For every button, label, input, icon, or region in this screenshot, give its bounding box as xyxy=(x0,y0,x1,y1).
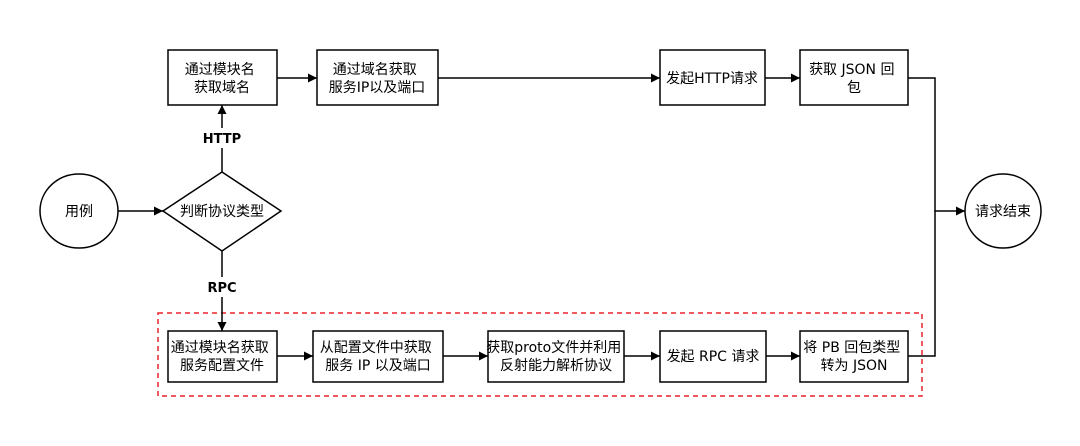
start-node: 用例 xyxy=(39,173,119,249)
svg-text:通过域名获取 服务IP以及端口: 通过域名获取 服务IP以及端口 xyxy=(329,62,426,96)
svg-text:请求结束: 请求结束 xyxy=(975,204,1031,220)
rpc-group-outline xyxy=(157,312,923,397)
rpc-step2-line2: 服务 IP 以及端口 xyxy=(325,358,430,374)
http-step1-node: 通过模块名 获取域名 xyxy=(167,49,278,106)
rpc-step4-line1: 发起 RPC 请求 xyxy=(667,349,760,365)
rpc-label-bg xyxy=(203,277,241,297)
svg-text:将 PB 回包类型 转为 JSON: 将 PB 回包类型 转为 JSON xyxy=(803,340,904,374)
rpc-step4-node: 发起 RPC 请求 xyxy=(659,330,767,383)
http-step4-line2: 包 xyxy=(847,80,861,96)
http-edge-label: HTTP xyxy=(203,132,241,147)
svg-text:从配置文件中获取 服务 IP 以及端口: 从配置文件中获取 服务 IP 以及端口 xyxy=(320,340,436,374)
rpc-step2-node: 从配置文件中获取 服务 IP 以及端口 xyxy=(312,330,444,383)
svg-text:发起 RPC 请求: 发起 RPC 请求 xyxy=(667,349,760,365)
http-label-bg xyxy=(200,128,244,148)
rpc-step5-node: 将 PB 回包类型 转为 JSON xyxy=(799,330,909,383)
rpc-edge-label: RPC xyxy=(207,281,236,296)
svg-text:判断协议类型: 判断协议类型 xyxy=(180,204,264,220)
http-step4-node: 获取 JSON 回 包 xyxy=(799,49,909,106)
start-label: 用例 xyxy=(65,204,93,220)
svg-text:通过模块名获取 服务配置文件: 通过模块名获取 服务配置文件 xyxy=(171,340,273,374)
http-step3-line1: 发起HTTP请求 xyxy=(666,71,758,87)
http-step1-line2: 获取域名 xyxy=(194,80,250,96)
decision-node: 判断协议类型 xyxy=(161,171,283,252)
edge-rpc5-to-end xyxy=(908,211,936,357)
http-step1-line1: 通过模块名 xyxy=(185,62,255,78)
end-node: 请求结束 xyxy=(964,173,1042,249)
rpc-step3-line2: 反射能力解析协议 xyxy=(500,358,612,374)
svg-text:获取proto文件并利用 反射能力解析协议: 获取proto文件并利用 反射能力解析协议 xyxy=(486,340,625,374)
end-label: 请求结束 xyxy=(975,204,1031,220)
rpc-step2-line1: 从配置文件中获取 xyxy=(320,340,432,356)
svg-text:用例: 用例 xyxy=(65,204,93,220)
http-step4-line1: 获取 JSON 回 xyxy=(809,62,894,78)
http-step3-node: 发起HTTP请求 xyxy=(659,49,766,106)
rpc-step1-node: 通过模块名获取 服务配置文件 xyxy=(167,330,278,383)
http-step2-line2: 服务IP以及端口 xyxy=(329,80,426,96)
http-step2-node: 通过域名获取 服务IP以及端口 xyxy=(316,49,439,106)
rpc-step3-node: 获取proto文件并利用 反射能力解析协议 xyxy=(486,330,625,383)
rpc-step5-line2: 转为 JSON xyxy=(821,358,888,374)
rpc-step3-line1: 获取proto文件并利用 xyxy=(486,340,621,356)
svg-text:发起HTTP请求: 发起HTTP请求 xyxy=(666,71,758,87)
rpc-step5-line1: 将 PB 回包类型 xyxy=(803,340,900,356)
http-step2-line1: 通过域名获取 xyxy=(333,62,417,78)
rpc-step1-line1: 通过模块名获取 xyxy=(171,340,269,356)
svg-text:获取 JSON 回 包: 获取 JSON 回 包 xyxy=(809,62,899,96)
edges xyxy=(118,73,965,361)
decision-label: 判断协议类型 xyxy=(180,204,264,220)
rpc-step1-line2: 服务配置文件 xyxy=(180,358,264,374)
edge-http4-to-end xyxy=(908,77,965,216)
svg-text:通过模块名 获取域名: 通过模块名 获取域名 xyxy=(185,62,259,96)
